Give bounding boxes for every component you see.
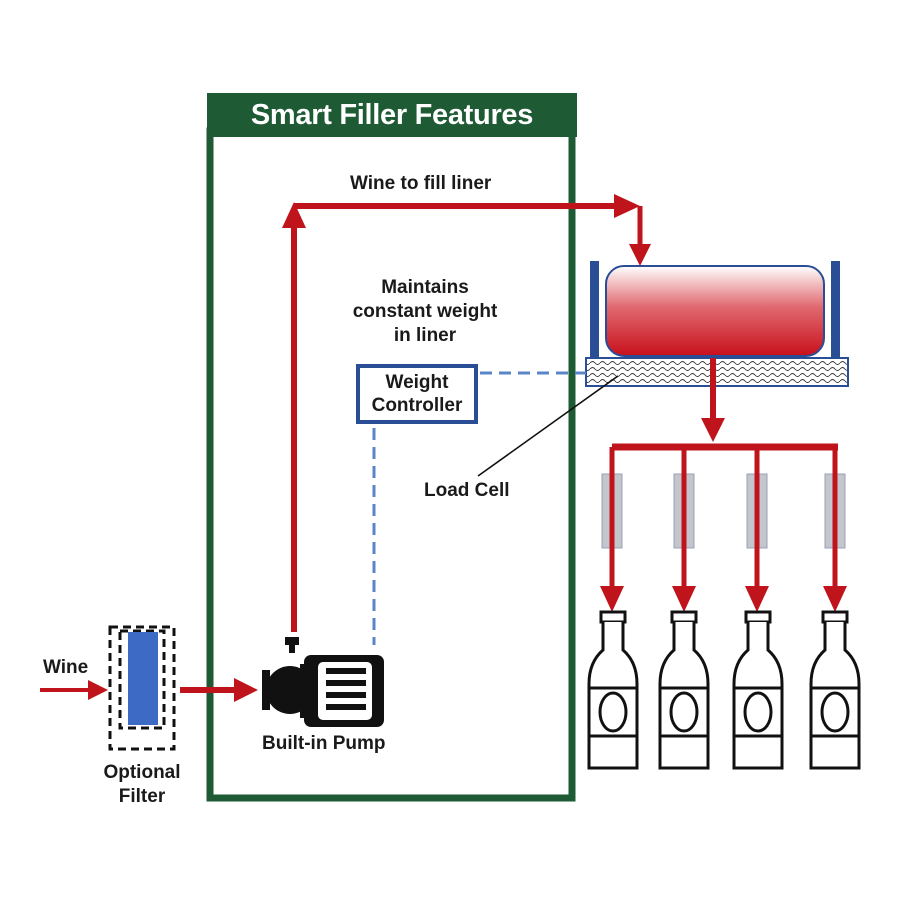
filling-head-1 <box>600 447 624 612</box>
load-cell-pointer <box>477 375 619 477</box>
weight-controller-box: Weight Controller <box>356 364 478 424</box>
wine-to-fill-liner-label: Wine to fill liner <box>350 173 492 194</box>
maintains-line-2: constant weight <box>352 301 498 322</box>
filter-to-pump-arrow <box>180 678 258 702</box>
load-cell <box>585 357 849 387</box>
bottle-icon-2 <box>658 610 710 770</box>
wine-inlet-arrow <box>40 680 108 700</box>
panel-title: Smart Filler Features <box>207 93 577 137</box>
maintains-line-3: in liner <box>393 325 457 346</box>
optional-filter-line-2: Filter <box>118 786 166 807</box>
filling-head-2 <box>672 447 696 612</box>
filling-head-3 <box>745 447 769 612</box>
pump-to-liner-flow-line <box>282 194 651 632</box>
tank-walls <box>590 261 840 358</box>
maintains-weight-label: Maintains constant weight in liner <box>340 276 510 348</box>
maintains-line-1: Maintains <box>381 277 469 298</box>
pump-icon <box>262 637 384 727</box>
wine-liner <box>605 265 825 357</box>
bottle-icon-1 <box>587 610 639 770</box>
built-in-pump-label: Built-in Pump <box>262 733 386 754</box>
optional-filter-icon <box>108 625 176 751</box>
bottle-icon-3 <box>732 610 784 770</box>
liner-outflow <box>612 358 838 451</box>
weight-controller-line-2: Controller <box>371 395 463 416</box>
filling-head-4 <box>823 447 847 612</box>
wine-label: Wine <box>43 657 89 678</box>
weight-controller-line-1: Weight <box>385 372 449 393</box>
bottle-icon-4 <box>809 610 861 770</box>
load-cell-label: Load Cell <box>424 480 510 501</box>
optional-filter-label: Optional Filter <box>92 761 192 809</box>
optional-filter-line-1: Optional <box>103 762 181 783</box>
